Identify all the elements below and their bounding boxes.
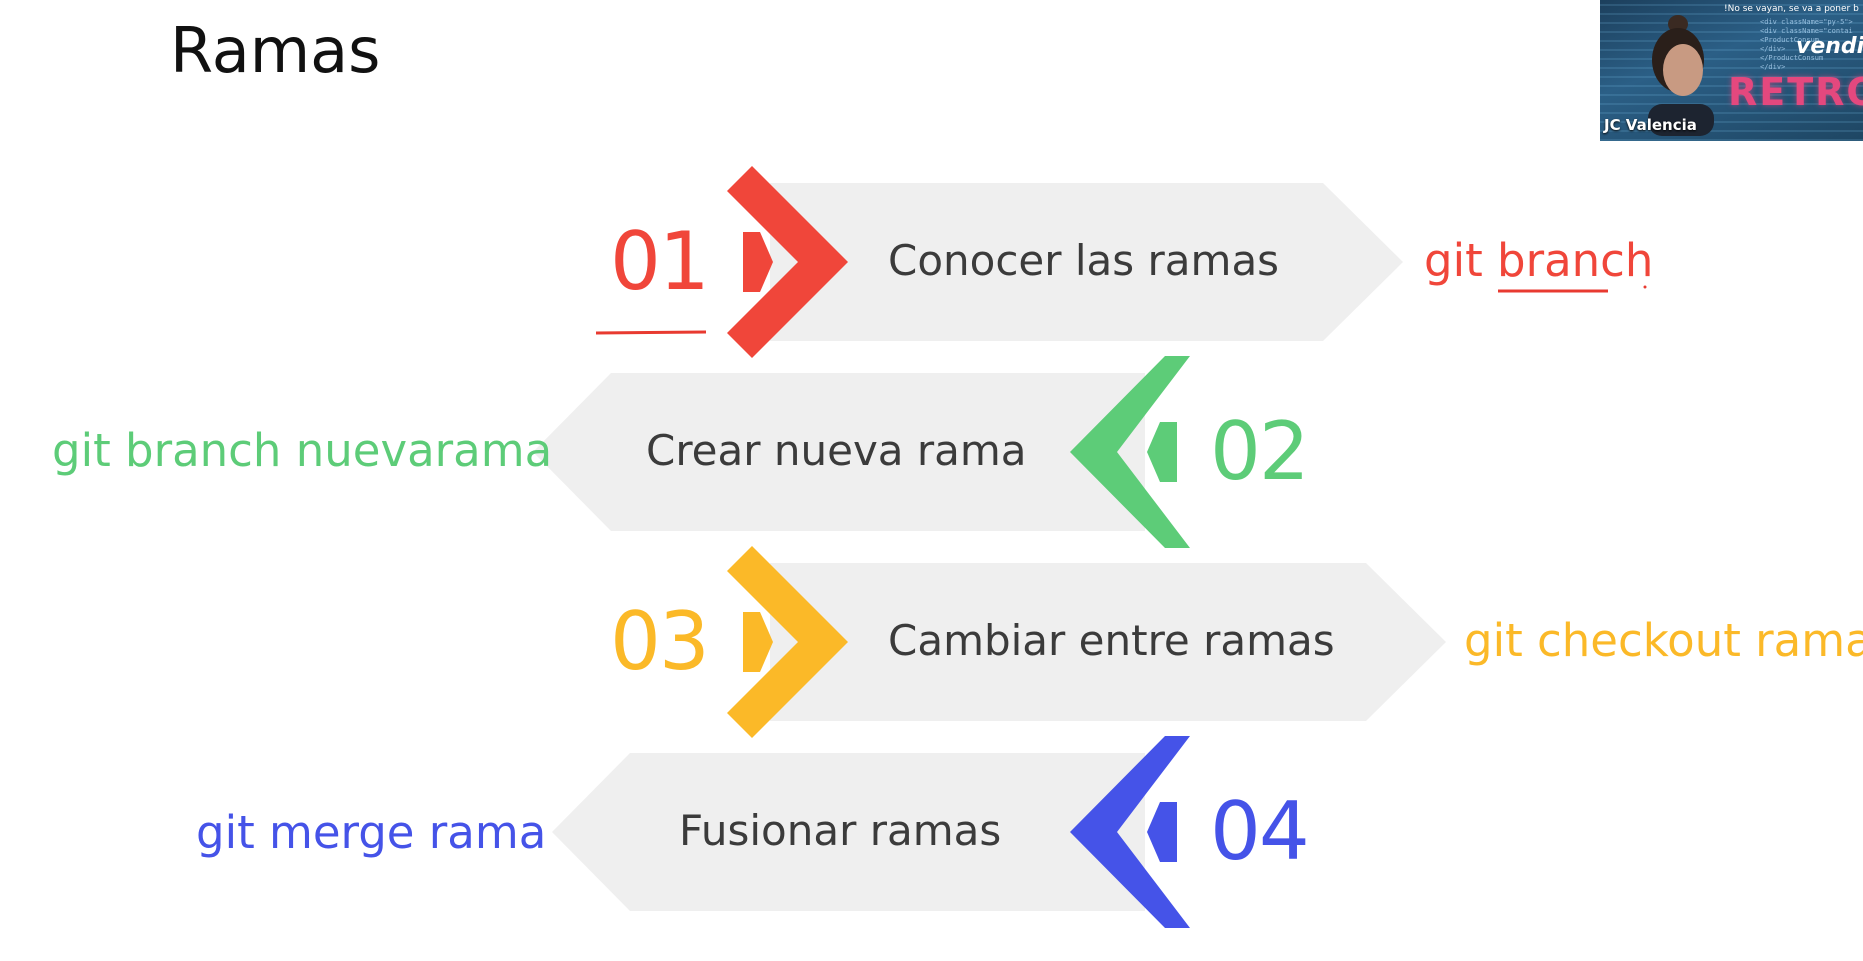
step-2-band [533, 373, 1145, 531]
webcam-code-backdrop: <div className="py-5"><div className="co… [1760, 18, 1853, 71]
step-3-chevron-tip [743, 612, 773, 672]
webcam-overlay-word: vendi [1796, 34, 1863, 59]
step-1-label: Conocer las ramas [888, 236, 1280, 285]
step-2-command: git branch nuevarama [52, 424, 553, 477]
step-1-command: git branch [1424, 234, 1654, 287]
step-3-number: 03 [610, 595, 710, 688]
webcam-background [1600, 0, 1863, 141]
webcam-banner-text: !No se vayan, se va a poner b [1724, 4, 1859, 14]
step-3-band [770, 563, 1446, 721]
step-4-command: git merge rama [196, 806, 547, 859]
participant-name: JC Valencia [1604, 116, 1697, 134]
webcam-tile[interactable]: <div className="py-5"><div className="co… [1600, 0, 1863, 141]
step-3-command: git checkout rama [1464, 614, 1863, 667]
step-4-label: Fusionar ramas [679, 806, 1002, 855]
step-1-underline [595, 330, 707, 335]
step-3-chevron [727, 546, 848, 738]
step-4-band [552, 753, 1145, 911]
step-1-number: 01 [610, 215, 710, 308]
step-2-chevron [1070, 356, 1190, 548]
step-3-label: Cambiar entre ramas [888, 616, 1335, 665]
step-4-chevron [1070, 736, 1190, 928]
step-2-chevron-tip [1147, 422, 1177, 482]
webcam-neon-sign: RETRO [1728, 70, 1863, 114]
annotation-dot [1643, 285, 1647, 289]
participant-video [1648, 15, 1714, 136]
step-2-number: 02 [1210, 405, 1310, 498]
step-2-label: Crear nueva rama [646, 426, 1027, 475]
step-4-chevron-tip [1147, 802, 1177, 862]
slide-title: Ramas [170, 14, 381, 87]
step-4-number: 04 [1210, 785, 1310, 878]
step-1-chevron-tip [743, 232, 773, 292]
step-1-band [770, 183, 1403, 341]
step-1-chevron [727, 166, 848, 358]
